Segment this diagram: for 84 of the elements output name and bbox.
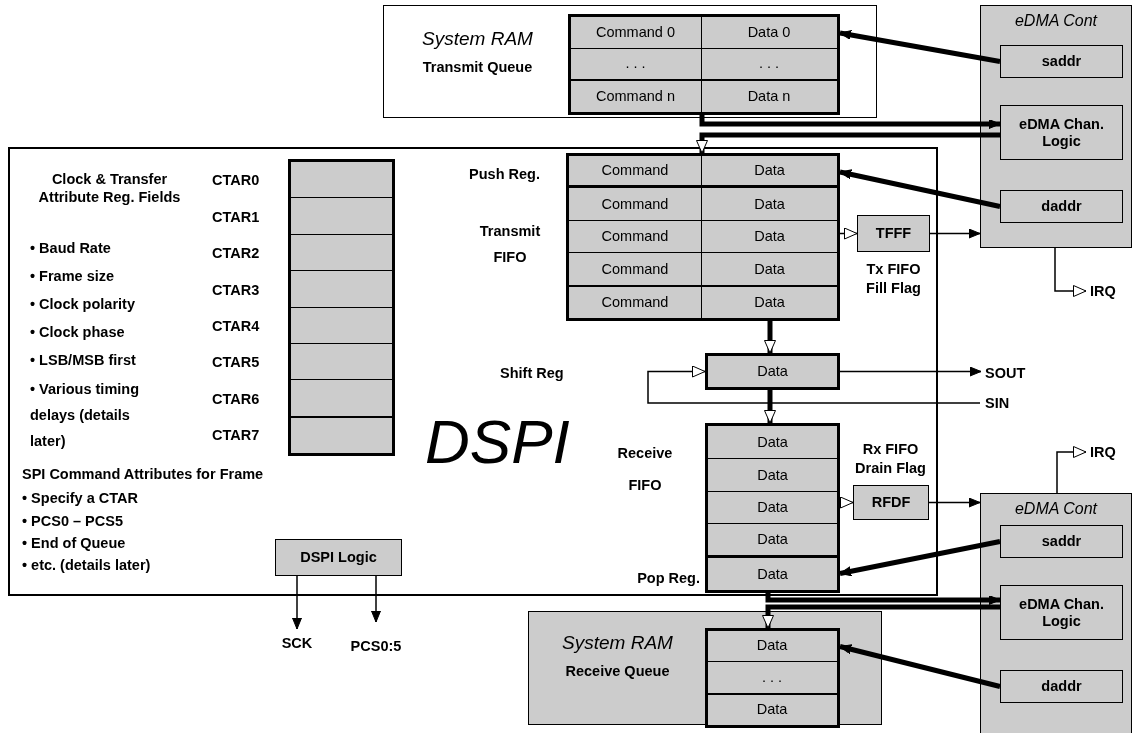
annotation-text: Receive FIFO — [616, 444, 674, 495]
register-box: daddr — [1000, 190, 1123, 223]
arrow — [647, 365, 981, 404]
annotation-text: • Clock polarity — [30, 295, 136, 314]
memory-panel — [383, 5, 877, 118]
logic-box: DSPI Logic — [275, 539, 402, 576]
arrow — [929, 228, 981, 239]
arrow — [764, 321, 776, 354]
subtitle-text: Receive Queue — [564, 661, 671, 680]
arrow — [839, 366, 982, 377]
arrow — [292, 575, 302, 630]
annotation-text: • Specify a CTAR — [22, 489, 139, 508]
signal-label: SIN — [985, 393, 1025, 413]
register-box: saddr — [1000, 45, 1123, 78]
signal-label: SOUT — [985, 363, 1045, 383]
register-cell: Command — [569, 286, 702, 318]
annotation-text: SPI Command Attributes for Frame — [22, 465, 265, 484]
arrow — [765, 593, 1001, 605]
signal-label: SCK — [272, 633, 322, 653]
register-cell: Command — [569, 221, 702, 253]
register-box: daddr — [1000, 670, 1123, 703]
register-label: CTAR2 — [212, 244, 261, 263]
annotation-text: • PCS0 – PCS5 — [22, 512, 124, 531]
register-cell: Command n — [570, 79, 702, 112]
arrow — [839, 496, 854, 509]
annotation-text: • LSB/MSB first — [30, 351, 137, 370]
annotation-text: Push Reg. — [468, 165, 540, 184]
arrow — [764, 390, 776, 424]
register-label: CTAR0 — [212, 171, 261, 190]
annotation-text: • Baud Rate — [30, 239, 112, 258]
register-label: CTAR3 — [212, 280, 261, 300]
register-box: saddr — [1000, 525, 1123, 558]
register-label: CTAR7 — [212, 426, 261, 445]
annotation-text: • Frame size — [30, 267, 116, 286]
title-text: eDMA Cont — [1013, 12, 1099, 30]
controller-panel — [980, 5, 1132, 248]
arrow — [839, 227, 858, 240]
register-cell: Command — [569, 253, 702, 286]
arrow — [1056, 446, 1087, 494]
flag-box: RFDF — [853, 485, 929, 520]
annotation-text: Pop Reg. — [636, 569, 700, 588]
logic-box: eDMA Chan. Logic — [1000, 105, 1123, 160]
queue-table — [567, 13, 840, 115]
queue-table — [704, 627, 840, 728]
annotation-text: • Various timing delays (details later) — [30, 380, 140, 451]
arrow — [371, 575, 381, 623]
title-text: DSPI — [425, 407, 571, 477]
title-text: eDMA Cont — [1013, 500, 1099, 518]
arrow — [762, 604, 1000, 629]
arrow — [696, 132, 1000, 154]
fifo-table — [566, 153, 840, 321]
register-stack — [288, 159, 395, 456]
title-text: System RAM — [421, 29, 534, 48]
register-label: CTAR4 — [212, 317, 261, 336]
memory-panel — [528, 611, 882, 725]
signal-label: IRQ — [1090, 442, 1134, 462]
signal-label: IRQ — [1090, 281, 1134, 301]
register-label: CTAR5 — [212, 353, 261, 372]
annotation-text: Shift Reg — [500, 364, 565, 383]
annotation-text: • End of Queue — [22, 534, 127, 553]
annotation-text: Clock & Transfer Attribute Reg. Fields — [37, 170, 182, 206]
logic-box: eDMA Chan. Logic — [1000, 585, 1123, 640]
arrow — [699, 115, 1001, 129]
signal-label: PCS0:5 — [340, 636, 412, 656]
title-text: System RAM — [561, 633, 674, 652]
annotation-text: • Clock phase — [30, 323, 126, 342]
register-label: CTAR1 — [212, 207, 261, 227]
annotation-text: Transmit FIFO — [478, 222, 542, 267]
flag-caption: Rx FIFO Drain Flag — [854, 440, 927, 478]
annotation-text: • etc. (details later) — [22, 556, 152, 575]
flag-caption: Tx FIFO Fill Flag — [865, 260, 922, 298]
subtitle-text: Transmit Queue — [421, 57, 534, 76]
register-cell: Command — [569, 156, 702, 188]
register-cell: Command — [569, 188, 702, 221]
fifo-table — [705, 423, 840, 593]
arrow — [1054, 247, 1087, 297]
register-cell: . . . — [570, 48, 702, 80]
register-label: CTAR6 — [212, 389, 261, 409]
module-box — [8, 147, 938, 596]
controller-panel — [980, 493, 1132, 733]
register-cell: Command 0 — [570, 16, 702, 49]
flag-box: TFFF — [857, 215, 930, 252]
shift-register: Data — [705, 353, 840, 390]
arrow — [928, 497, 981, 508]
